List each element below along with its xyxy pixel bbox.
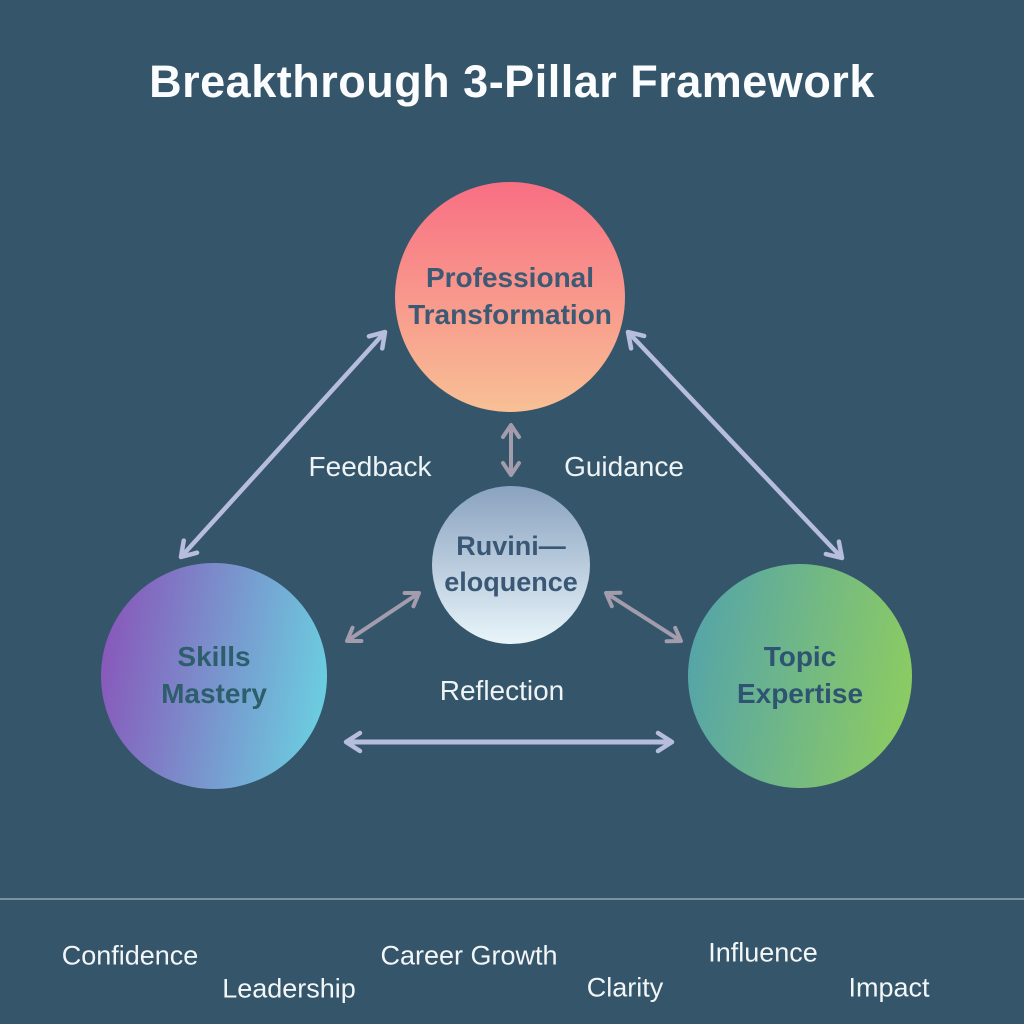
keyword-leadership: Leadership <box>222 973 356 1004</box>
edge-label-reflection: Reflection <box>439 675 565 706</box>
arrow-transformation-to-expertise <box>625 329 845 561</box>
footer-divider <box>0 898 1024 900</box>
keyword-confidence: Confidence <box>61 940 199 971</box>
arrow-center-to-skills <box>345 591 421 643</box>
page-title: Breakthrough 3-Pillar Framework <box>149 56 875 107</box>
node-skills-mastery: Skills Mastery <box>101 563 327 789</box>
node-label-line: Skills <box>177 641 251 673</box>
node-label-line: Professional <box>425 262 595 294</box>
keyword-clarity: Clarity <box>586 972 664 1003</box>
node-label-line: Ruvini— <box>456 531 566 562</box>
node-label-line: eloquence <box>444 567 578 597</box>
keyword-influence: Influence <box>708 937 818 968</box>
edge-label-feedback: Feedback <box>308 451 432 482</box>
arrow-skills-to-transformation <box>178 329 388 560</box>
node-label-line: Transformation <box>408 299 612 330</box>
node-label-line: Expertise <box>736 678 864 709</box>
keyword-career-growth: Career Growth <box>380 940 558 971</box>
edge-label-guidance: Guidance <box>564 451 684 482</box>
arrow-center-to-expertise <box>604 590 683 644</box>
node-ruvini-eloquence: Ruvini— eloquence <box>432 486 590 644</box>
keyword-impact: Impact <box>848 972 930 1003</box>
node-topic-expertise: Topic Expertise <box>688 564 912 788</box>
node-label-line: Topic <box>763 641 837 673</box>
node-label-line: Mastery <box>161 678 267 709</box>
node-professional-transformation: Professional Transformation <box>395 182 625 412</box>
